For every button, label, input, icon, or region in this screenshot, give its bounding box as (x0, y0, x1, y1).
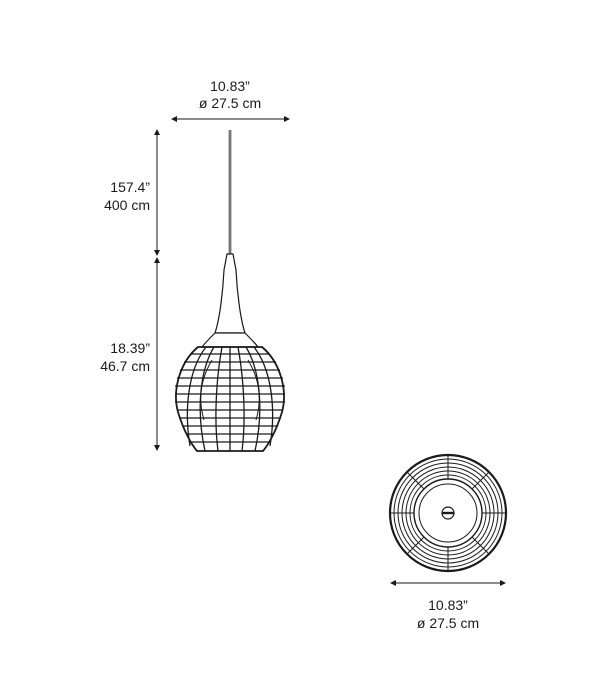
cable-length-inches-label: 157.4” (110, 179, 150, 195)
top-width-inches-label: 10.83” (210, 78, 250, 94)
body-height-cm-label: 46.7 cm (100, 358, 150, 374)
lamp-neck (200, 253, 260, 348)
bottom-width-cm-label: ø 27.5 cm (416, 615, 480, 631)
bottom-width-inches-label: 10.83” (428, 597, 468, 613)
body-height-inches-label: 18.39” (110, 340, 150, 356)
top-width-cm-label: ø 27.5 cm (198, 95, 262, 111)
cage-lamp-bottom-view (388, 453, 508, 573)
cable-length-cm-label: 400 cm (104, 197, 150, 213)
cage-lamp-side-view (175, 346, 285, 452)
